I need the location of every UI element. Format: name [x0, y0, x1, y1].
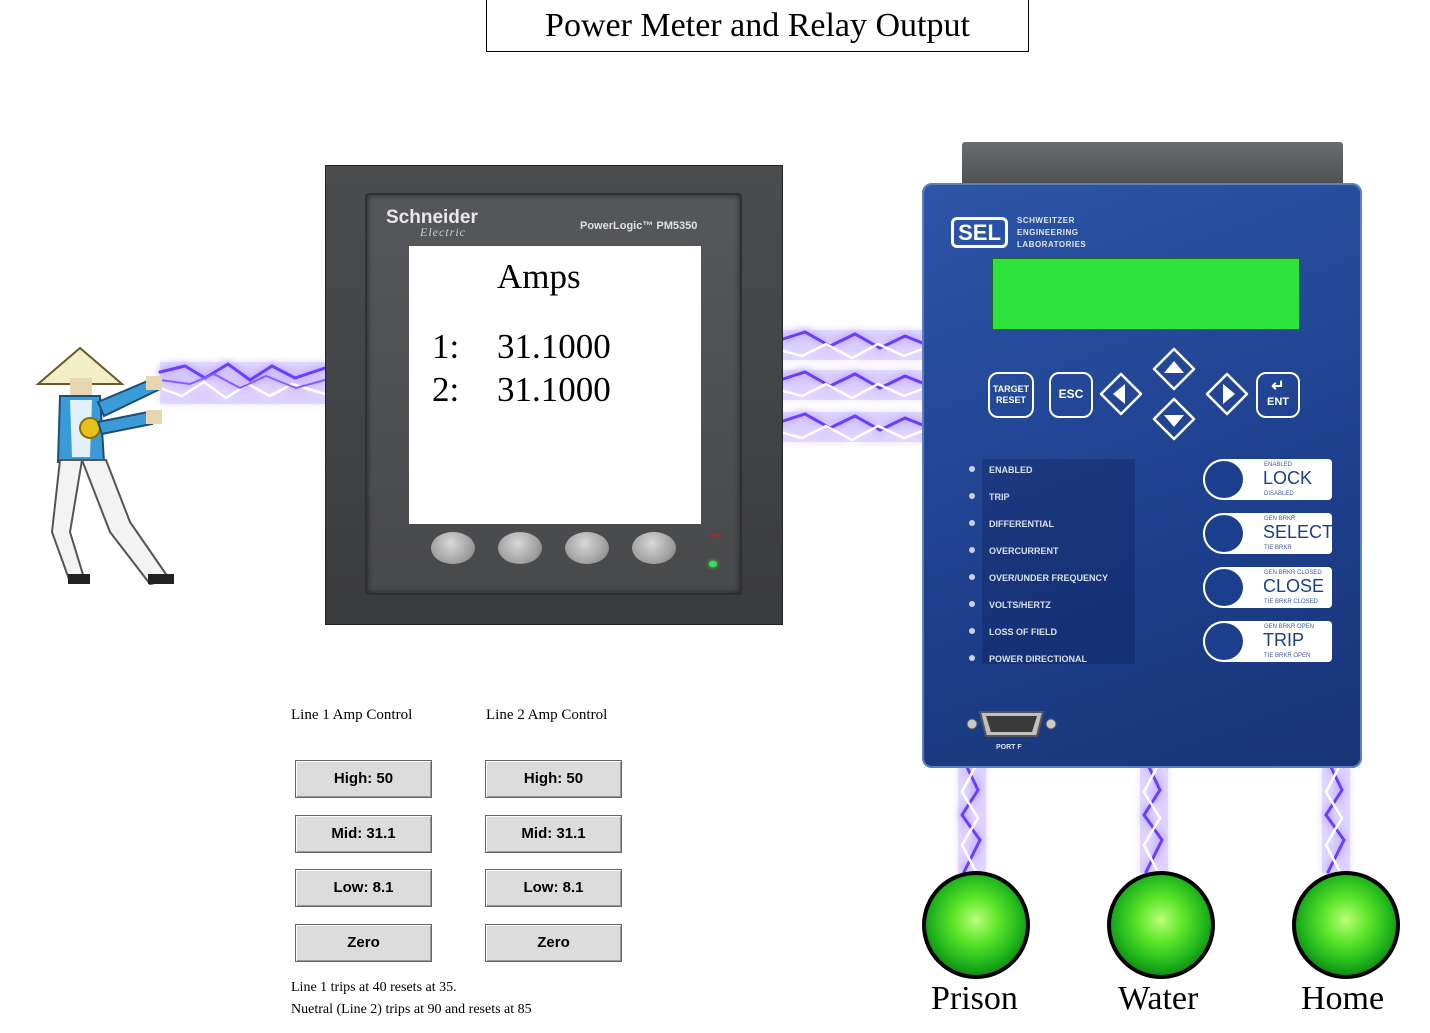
home-output-light	[1292, 871, 1400, 979]
right-arrow-button[interactable]	[1205, 372, 1249, 416]
company-line-1: SCHWEITZER	[1017, 216, 1075, 225]
water-output-label: Water	[1118, 980, 1199, 1017]
enter-label: ENT	[1267, 396, 1289, 408]
line-2-label: 2:	[432, 370, 460, 409]
sel-logo: SEL	[951, 217, 1008, 248]
led-label-loss-of-field: LOSS OF FIELD	[989, 627, 1058, 637]
up-arrow-button[interactable]	[1152, 347, 1196, 391]
home-output-label: Home	[1301, 980, 1385, 1017]
led-differential	[969, 520, 975, 526]
led-frequency	[969, 574, 975, 580]
select-bottom-label: TIE BRKR	[1264, 545, 1292, 551]
target-reset-line-1: TARGET	[992, 384, 1030, 394]
meter-button-4[interactable]	[632, 532, 676, 564]
meter-brand-sub: Electric	[420, 225, 466, 239]
port-label: PORT F	[996, 744, 1022, 751]
relay-lcd-display	[992, 258, 1300, 330]
trip-label: TRIP	[1263, 630, 1305, 650]
trip-note-line-2: Nuetral (Line 2) trips at 90 and resets …	[291, 1002, 532, 1017]
line-1-high-button[interactable]: High: 50	[295, 760, 432, 798]
led-enabled	[969, 466, 975, 472]
led-volts-hertz	[969, 601, 975, 607]
led-label-volts-hertz: VOLTS/HERTZ	[989, 600, 1051, 610]
line-1-zero-button[interactable]: Zero	[295, 924, 432, 962]
meter-model: PowerLogic™ PM5350	[580, 220, 698, 232]
close-label: CLOSE	[1263, 576, 1325, 596]
ninja-figure-icon	[35, 346, 174, 586]
left-arrow-button[interactable]	[1099, 372, 1143, 416]
lock-bottom-label: DISABLED	[1264, 491, 1294, 497]
trip-top-label: GEN BRKR OPEN	[1264, 624, 1315, 630]
led-label-power-directional: POWER DIRECTIONAL	[989, 654, 1087, 664]
meter-status-led	[709, 561, 717, 567]
company-line-2: ENGINEERING	[1017, 228, 1079, 237]
lock-top-label: ENABLED	[1264, 462, 1293, 468]
enter-arrow-icon: ↵	[1271, 378, 1285, 395]
lock-pushbutton-knob[interactable]	[1203, 459, 1245, 500]
trip-bottom-label: TIE BRKR OPEN	[1264, 653, 1311, 659]
led-label-enabled: ENABLED	[989, 465, 1033, 475]
prison-output-label: Prison	[931, 980, 1018, 1017]
target-reset-button[interactable]: TARGET RESET	[988, 372, 1034, 418]
led-label-overcurrent: OVERCURRENT	[989, 546, 1059, 556]
line-2-low-button[interactable]: Low: 8.1	[485, 869, 622, 907]
esc-button[interactable]: ESC	[1049, 372, 1093, 418]
serial-port-icon	[966, 711, 1057, 737]
company-line-3: LABORATORIES	[1017, 240, 1087, 249]
meter-screen	[409, 246, 701, 524]
close-pushbutton-knob[interactable]	[1203, 567, 1245, 608]
meter-button-2[interactable]	[498, 532, 542, 564]
screen-title: Amps	[497, 257, 581, 296]
close-top-label: GEN BRKR CLOSED	[1264, 570, 1322, 576]
meter-button-3[interactable]	[565, 532, 609, 564]
water-output-light	[1107, 871, 1215, 979]
line-1-control-label: Line 1 Amp Control	[291, 707, 413, 723]
line-1-value: 31.1000	[497, 327, 611, 366]
trip-pushbutton-knob[interactable]	[1203, 621, 1245, 662]
target-led-panel	[982, 459, 1135, 664]
line-1-label: 1:	[432, 327, 460, 366]
meter-brand: Schneider	[386, 207, 478, 228]
trip-note-line-1: Line 1 trips at 40 resets at 35.	[291, 980, 457, 995]
prison-output-light	[922, 871, 1030, 979]
line-1-low-button[interactable]: Low: 8.1	[295, 869, 432, 907]
select-pushbutton-knob[interactable]	[1203, 513, 1245, 554]
target-reset-line-2: RESET	[995, 395, 1026, 405]
line-1-mid-button[interactable]: Mid: 31.1	[295, 815, 432, 853]
down-arrow-button[interactable]	[1152, 397, 1196, 441]
enter-button[interactable]: ↵ ENT	[1256, 372, 1300, 418]
line-2-value: 31.1000	[497, 370, 611, 409]
led-trip	[969, 493, 975, 499]
line-2-high-button[interactable]: High: 50	[485, 760, 622, 798]
led-label-differential: DIFFERENTIAL	[989, 519, 1054, 529]
led-label-frequency: OVER/UNDER FREQUENCY	[989, 573, 1109, 583]
led-label-trip: TRIP	[989, 492, 1010, 502]
lock-label: LOCK	[1263, 468, 1313, 488]
led-loss-of-field	[969, 628, 975, 634]
meter-button-1[interactable]	[431, 532, 475, 564]
meter-alarm-led	[709, 534, 721, 537]
select-label: SELECT	[1263, 522, 1334, 542]
line-2-mid-button[interactable]: Mid: 31.1	[485, 815, 622, 853]
line-2-zero-button[interactable]: Zero	[485, 924, 622, 962]
led-overcurrent	[969, 547, 975, 553]
line-2-control-label: Line 2 Amp Control	[486, 707, 608, 723]
select-top-label: GEN BRKR	[1264, 516, 1296, 522]
led-power-directional	[969, 655, 975, 661]
page-title: Power Meter and Relay Output	[486, 0, 1029, 52]
close-bottom-label: TIE BRKR CLOSED	[1264, 599, 1319, 605]
